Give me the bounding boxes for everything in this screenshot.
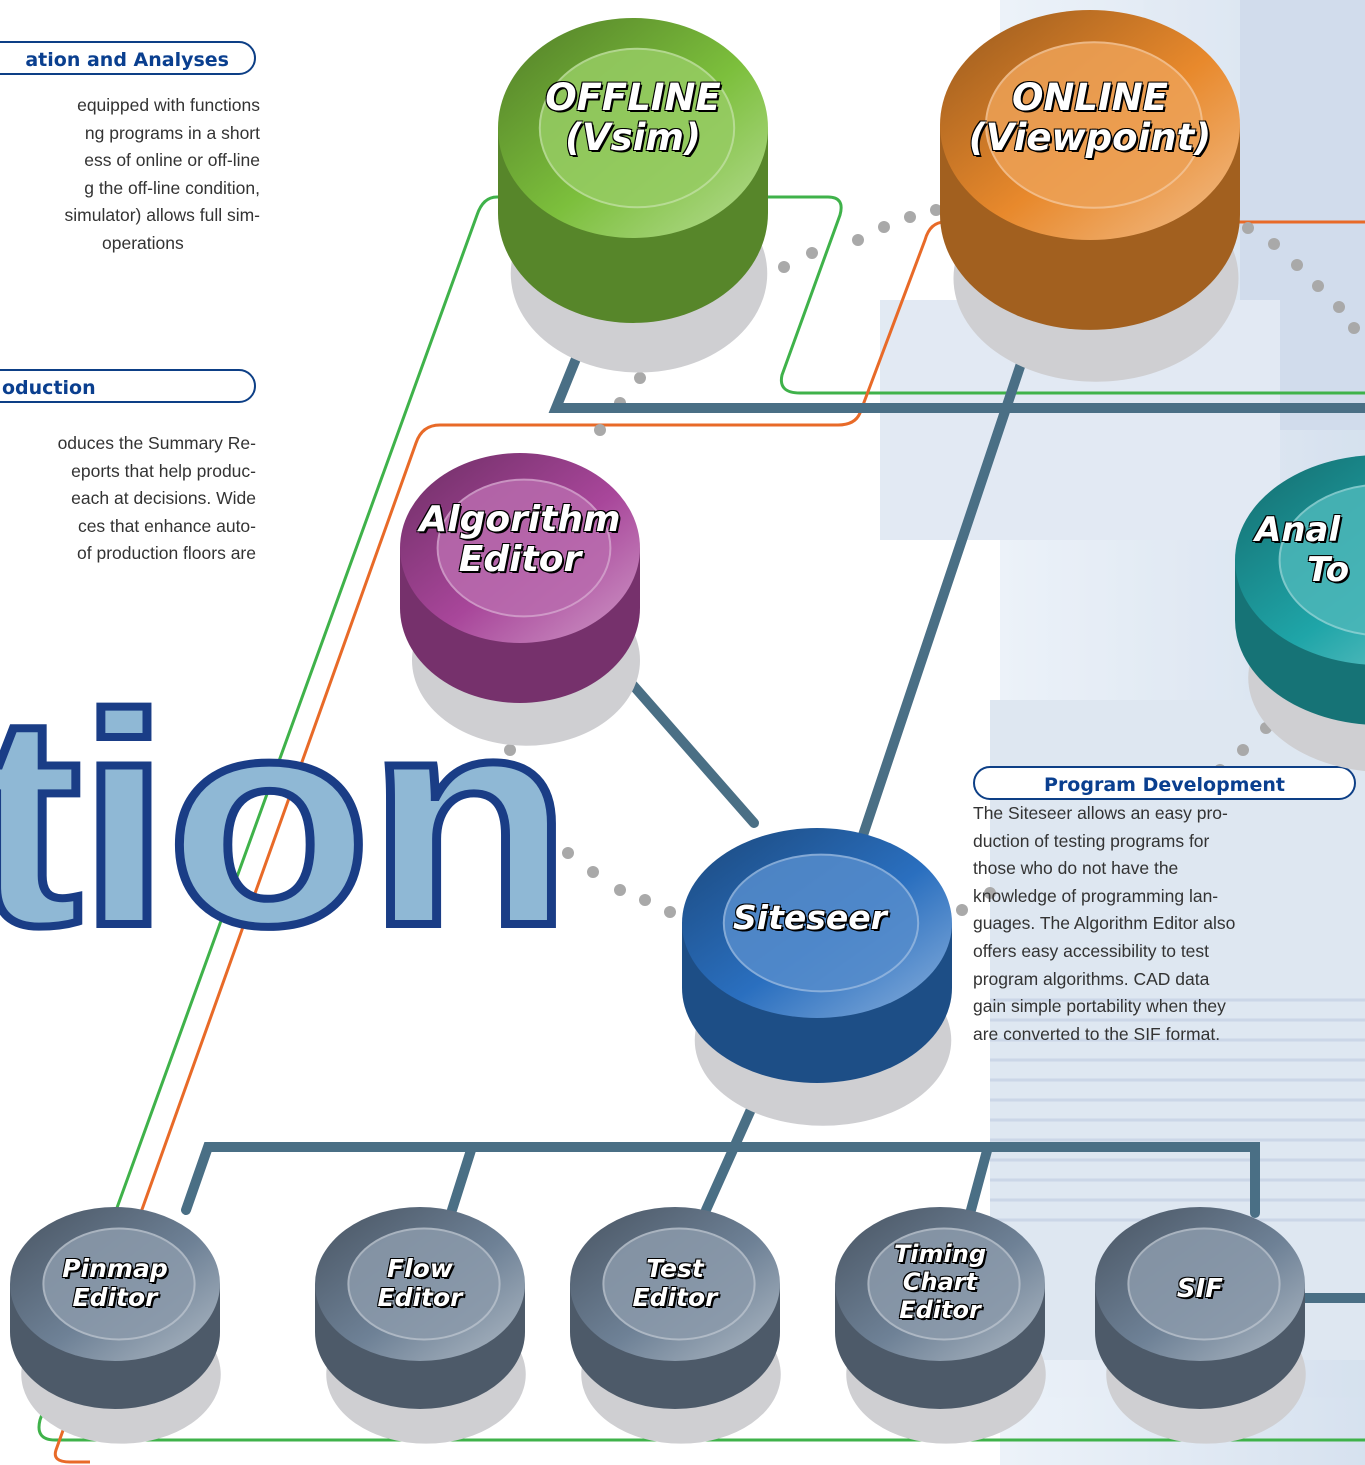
- node-pinmap-label-2: Editor: [72, 1283, 158, 1312]
- node-analysis-label-2: To: [1307, 550, 1350, 590]
- node-offline-label-1: OFFLINE: [545, 76, 721, 119]
- node-sif-disc: [1095, 1207, 1306, 1444]
- green-loop: [497, 195, 1365, 395]
- node-timing-chart-editor[interactable]: Timing Chart Editor: [855, 1240, 1025, 1330]
- node-pinmap-editor[interactable]: Pinmap Editor: [30, 1254, 200, 1314]
- node-flow-editor[interactable]: Flow Editor: [335, 1254, 505, 1314]
- node-timing-label-1: Timing: [893, 1240, 987, 1268]
- orange-loop-mid: [53, 220, 946, 1464]
- node-test-label-2: Editor: [632, 1283, 718, 1312]
- section-text-analyses: equipped with functions ng programs in a…: [64, 95, 260, 253]
- node-offline[interactable]: OFFLINE (Vsim): [498, 78, 768, 178]
- node-siteseer-disc: [682, 828, 952, 1126]
- node-flow-label-2: Editor: [377, 1283, 463, 1312]
- node-flow-disc: [315, 1207, 526, 1444]
- node-flow-label-1: Flow: [387, 1254, 453, 1283]
- node-sif-label: SIF: [1176, 1274, 1224, 1304]
- node-analysis-label-1: Anal: [1255, 510, 1341, 550]
- node-timing-label-2: Chart: [902, 1268, 978, 1296]
- node-siteseer-label: Siteseer: [733, 898, 887, 937]
- node-timing-disc: [835, 1207, 1046, 1444]
- section-heading-analyses: ation and Analyses: [0, 41, 256, 75]
- section-heading-program-development: Program Development: [973, 766, 1356, 800]
- section-heading-production: oduction: [0, 369, 256, 403]
- node-algorithm-label-2: Editor: [458, 539, 582, 580]
- node-pinmap-label-1: Pinmap: [62, 1254, 168, 1283]
- node-test-disc: [570, 1207, 781, 1444]
- node-online-disc: [940, 10, 1240, 382]
- node-online-label-1: ONLINE: [1011, 76, 1168, 119]
- section-text-program-development: The Siteseer allows an easy pro- duction…: [973, 803, 1236, 1044]
- node-algorithm-label-1: Algorithm: [419, 499, 621, 540]
- node-test-editor[interactable]: Test Editor: [590, 1254, 760, 1314]
- node-offline-label-2: (Vsim): [565, 116, 701, 159]
- green-loop-left: [37, 195, 1365, 1442]
- node-siteseer[interactable]: Siteseer: [690, 896, 930, 946]
- node-online[interactable]: ONLINE (Viewpoint): [955, 78, 1225, 178]
- node-analysis-tool[interactable]: Anal To: [1255, 510, 1365, 610]
- node-timing-label-3: Editor: [899, 1296, 981, 1324]
- section-text-production: oduces the Summary Re- eports that help …: [57, 433, 256, 564]
- node-algorithm-disc: [400, 453, 640, 746]
- node-pinmap-disc: [10, 1207, 221, 1444]
- node-sif[interactable]: SIF: [1115, 1274, 1285, 1314]
- node-offline-disc: [498, 18, 768, 373]
- node-analysis-disc: [1235, 455, 1365, 772]
- node-online-label-2: (Viewpoint): [968, 116, 1212, 159]
- node-test-label-1: Test: [646, 1254, 704, 1283]
- node-algorithm-editor[interactable]: Algorithm Editor: [400, 500, 640, 600]
